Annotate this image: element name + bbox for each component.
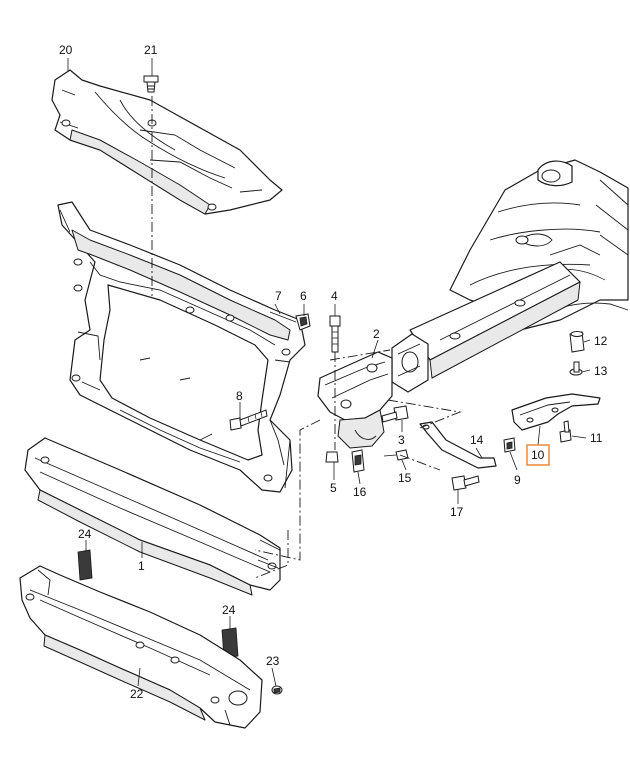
part-16-retaining-plate	[351, 449, 365, 473]
part-22-impact-absorber	[19, 565, 263, 729]
part-10-highlight-box	[526, 444, 550, 466]
assembly-guide-lines	[151, 96, 462, 579]
part-9-clip-nut	[503, 437, 516, 453]
callout-13: 13	[594, 364, 608, 378]
part-23-clip	[271, 685, 283, 695]
callout-4: 4	[331, 289, 338, 303]
callout-8: 8	[236, 389, 243, 403]
callout-14: 14	[470, 433, 484, 447]
callout-labels: 20 21 7 6 4 2 8 3 5 16 15 17 14 9 10 11 …	[59, 43, 608, 701]
lock-carrier-frame	[57, 201, 306, 493]
callout-12: 12	[594, 334, 608, 348]
part-1-bumper-beam	[24, 437, 281, 596]
callout-2: 2	[373, 327, 380, 341]
callout-17: 17	[450, 505, 464, 519]
longitudinal-rail	[391, 261, 581, 393]
part-7-holder	[269, 311, 297, 323]
callout-24-upper: 24	[78, 527, 92, 541]
callout-5: 5	[330, 481, 337, 495]
part-24-foam-pad-a	[77, 549, 93, 581]
part-14-support	[419, 421, 497, 469]
callout-1: 1	[138, 559, 145, 573]
part-20-air-guide-cover	[51, 69, 283, 215]
part-11-bolt	[559, 420, 572, 443]
part-15-spreader-rivet	[383, 449, 409, 461]
callout-3: 3	[398, 433, 405, 447]
callout-6: 6	[300, 289, 307, 303]
part-21-clip	[143, 75, 159, 93]
callout-24-lower: 24	[222, 603, 236, 617]
callout-15: 15	[398, 471, 412, 485]
part-13-washer	[569, 361, 583, 376]
callout-21: 21	[144, 43, 158, 57]
leader-lines	[67, 58, 591, 687]
part-2-mounting-bracket	[317, 351, 393, 449]
part-3-bolt	[381, 405, 409, 423]
callout-11: 11	[590, 431, 603, 445]
callout-20: 20	[59, 43, 73, 57]
part-17-screw	[451, 475, 480, 491]
callout-23: 23	[266, 654, 280, 668]
part-24-foam-pad-b	[221, 627, 239, 659]
part-5-nut	[325, 451, 339, 463]
callout-9: 9	[514, 473, 521, 487]
callout-7: 7	[275, 289, 282, 303]
callout-10: 10	[531, 448, 545, 462]
part-10-bracket	[511, 393, 601, 431]
callout-22: 22	[130, 687, 144, 701]
part-4-bolt	[329, 315, 341, 353]
part-12-nut	[569, 331, 585, 353]
vehicle-body-section	[449, 159, 629, 331]
callout-16: 16	[353, 485, 367, 499]
part-8-screw	[229, 409, 268, 431]
